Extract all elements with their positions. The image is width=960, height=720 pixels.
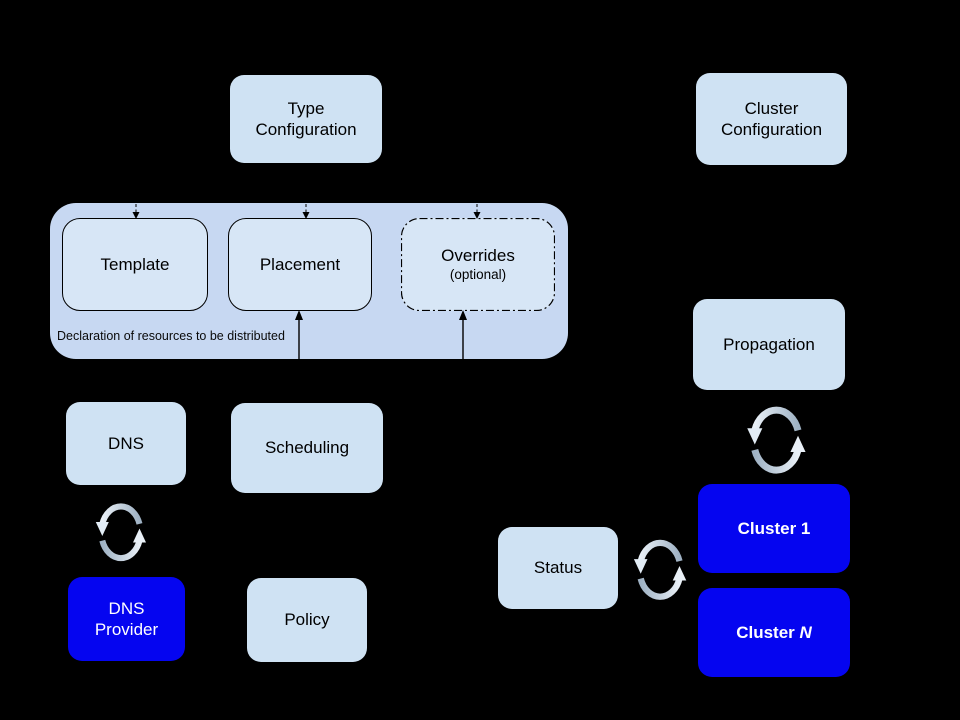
sync-arrows-icon-dns <box>96 506 146 558</box>
node-propagation: Propagation <box>693 299 845 390</box>
node-type-configuration: Type Configuration <box>230 75 382 163</box>
node-dns-label: DNS <box>108 433 144 453</box>
node-cluster-n: Cluster N <box>698 588 850 677</box>
node-type-configuration-label-line1: Type <box>287 98 325 118</box>
node-cluster-n-label: Cluster N <box>736 622 812 642</box>
node-overrides-label: Overrides <box>441 245 515 265</box>
node-overrides-sublabel: (optional) <box>449 267 507 283</box>
node-overrides: Overrides (optional) <box>401 218 555 311</box>
declaration-caption: Declaration of resources to be distribut… <box>57 329 285 343</box>
node-template: Template <box>62 218 208 311</box>
node-cluster-1-label: Cluster 1 <box>737 518 811 538</box>
node-cluster-1: Cluster 1 <box>698 484 850 573</box>
node-scheduling: Scheduling <box>231 403 383 493</box>
node-status-label: Status <box>533 558 583 578</box>
node-status: Status <box>498 527 618 609</box>
node-cluster-configuration-label-line2: Configuration <box>720 120 823 139</box>
node-propagation-label: Propagation <box>723 334 815 354</box>
node-placement: Placement <box>228 218 372 311</box>
node-policy-label: Policy <box>284 610 330 630</box>
node-dns-provider-label-line2: Provider <box>94 620 159 639</box>
node-cluster-configuration: Cluster Configuration <box>696 73 847 165</box>
node-dns: DNS <box>66 402 186 485</box>
sync-arrows-icon-status <box>634 543 686 597</box>
node-placement-label: Placement <box>259 254 341 274</box>
declaration-container: Template Placement Overrides (optional) … <box>50 203 568 359</box>
node-policy: Policy <box>247 578 367 662</box>
sync-arrows-icon-propagation <box>747 410 805 470</box>
node-dns-provider-label-line1: DNS <box>108 598 145 618</box>
node-template-label: Template <box>100 254 170 274</box>
node-cluster-configuration-label-line1: Cluster <box>744 98 799 118</box>
node-dns-provider: DNS Provider <box>68 577 185 661</box>
node-type-configuration-label-line2: Configuration <box>255 120 357 139</box>
node-scheduling-label: Scheduling <box>264 438 350 458</box>
overrides-dashdot-border <box>401 218 555 311</box>
